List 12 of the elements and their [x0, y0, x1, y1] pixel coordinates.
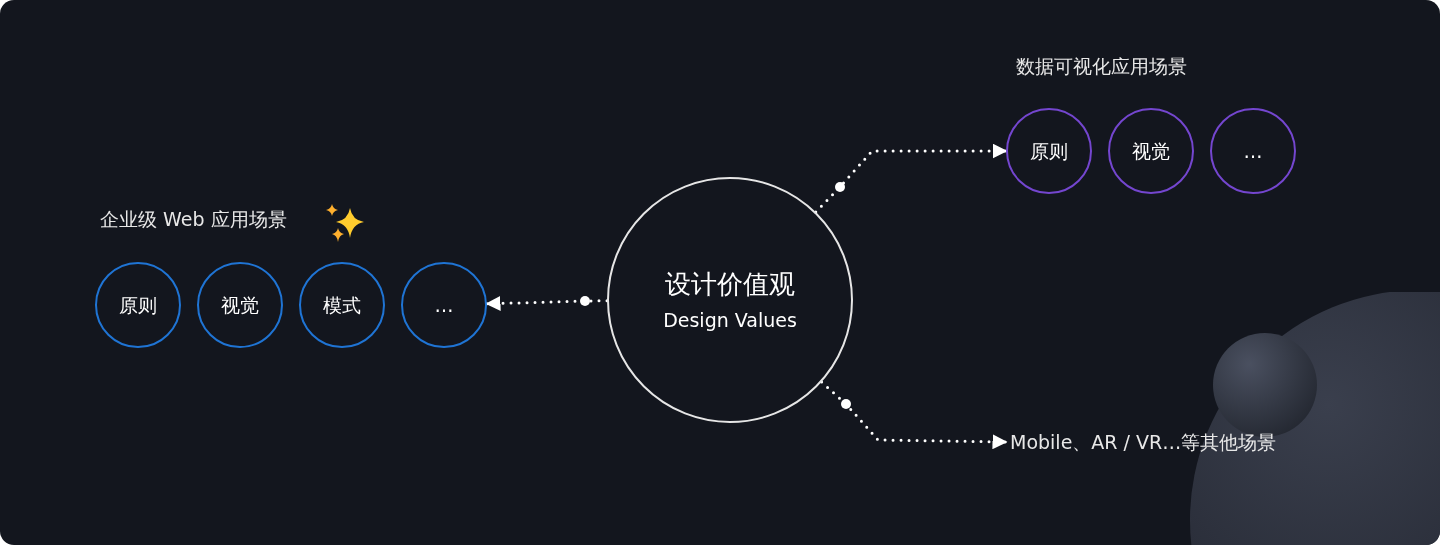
- topic-label: 原则: [1030, 138, 1068, 164]
- topic-label: …: [434, 292, 454, 318]
- subtitle-text: Design Values: [663, 308, 797, 333]
- group-heading: 企业级 Web 应用场景: [100, 207, 287, 232]
- topic-label: …: [1243, 138, 1263, 164]
- topic-label: 视觉: [1132, 138, 1170, 164]
- title-text: 设计价值观: [665, 268, 795, 301]
- group-heading: 数据可视化应用场景: [1016, 54, 1187, 79]
- topic-label: 原则: [119, 292, 157, 318]
- topic-label: 视觉: [221, 292, 259, 318]
- topic-label: 模式: [323, 292, 361, 318]
- scenario-text: Mobile、AR / VR…等其他场景: [1010, 430, 1277, 454]
